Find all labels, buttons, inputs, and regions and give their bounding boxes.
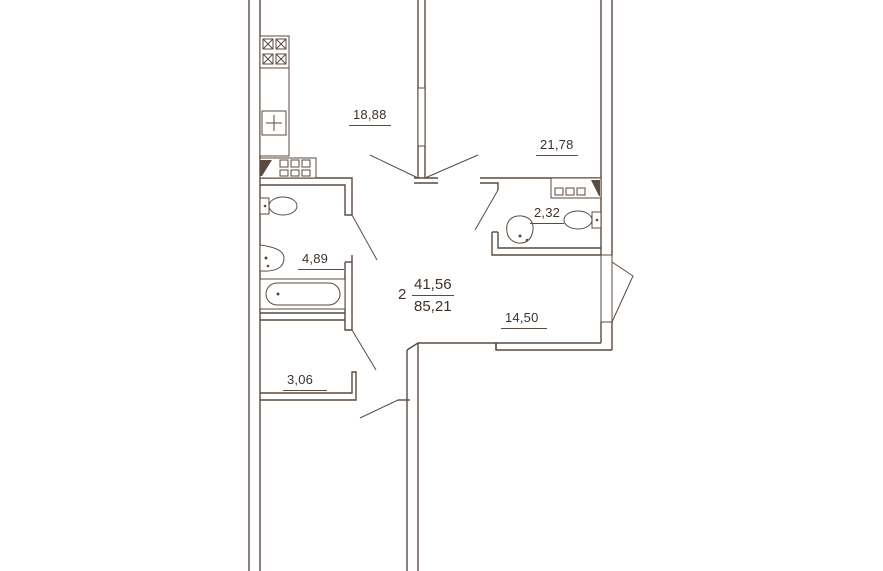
bedroom-area-value: 21,78 bbox=[536, 137, 578, 156]
storage-area-label: 3,06 bbox=[283, 372, 328, 391]
kitchen-area-label: 18,88 bbox=[349, 107, 391, 126]
living-area-value: 41,56 bbox=[412, 275, 454, 296]
hall-area-value: 14,50 bbox=[501, 310, 547, 329]
toilet-area-label: 2,32 bbox=[530, 205, 565, 224]
total-area-value: 85,21 bbox=[414, 298, 452, 315]
toilet-toilet-room bbox=[563, 210, 602, 230]
interior-walls bbox=[260, 0, 613, 401]
kitchen-stove bbox=[259, 35, 290, 69]
room-count: 2 bbox=[398, 286, 407, 303]
bathroom-area-label: 4,89 bbox=[298, 251, 345, 270]
sink-toilet-room bbox=[506, 215, 534, 244]
bedroom-area-label: 21,78 bbox=[536, 137, 578, 156]
door-swings bbox=[351, 154, 634, 419]
washer-bathroom bbox=[259, 157, 317, 179]
kitchen-area-value: 18,88 bbox=[349, 107, 391, 126]
kitchen-sink bbox=[261, 110, 287, 136]
bathtub bbox=[259, 278, 346, 310]
washer-toilet-room bbox=[550, 177, 602, 199]
toilet-bathroom bbox=[259, 196, 298, 216]
storage-area-value: 3,06 bbox=[283, 372, 328, 391]
hall-area-label: 14,50 bbox=[501, 310, 547, 329]
area-summary: 41,56 85,21 bbox=[412, 275, 454, 316]
toilet-area-value: 2,32 bbox=[530, 205, 565, 224]
sink-bathroom bbox=[259, 244, 285, 272]
bathroom-area-value: 4,89 bbox=[298, 251, 345, 270]
